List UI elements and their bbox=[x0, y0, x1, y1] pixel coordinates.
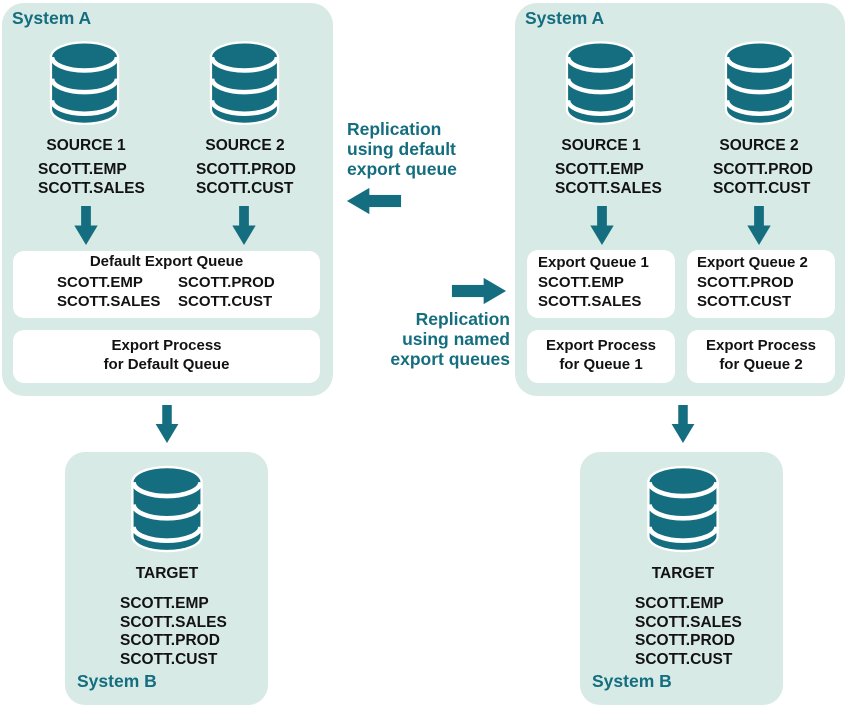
table-line: SCOTT.CUST bbox=[120, 650, 218, 668]
process-line: Export Process bbox=[111, 337, 222, 354]
table-line: SCOTT.PROD bbox=[178, 274, 275, 291]
table-line: SCOTT.SALES bbox=[120, 613, 227, 631]
arrow-left-icon bbox=[345, 187, 403, 215]
system-b-label: System B bbox=[592, 671, 672, 691]
export-process-2-box: Export Process for Queue 2 bbox=[687, 330, 835, 383]
table-line: SCOTT.EMP bbox=[38, 161, 127, 178]
database-icon bbox=[46, 39, 123, 129]
source-name: SOURCE 1 bbox=[46, 137, 126, 154]
queue-lines: Export Queue 2 SCOTT.PROD SCOTT.CUST bbox=[697, 253, 808, 312]
target-tables: SCOTT.EMP SCOTT.SALES SCOTT.PROD SCOTT.C… bbox=[120, 595, 227, 669]
source-tables: SCOTT.PROD SCOTT.CUST bbox=[196, 161, 296, 198]
table-line: SCOTT.PROD bbox=[635, 632, 735, 649]
source-tables: SCOTT.EMP SCOTT.SALES bbox=[555, 161, 662, 198]
queue-title: Export Queue 2 bbox=[697, 254, 808, 271]
arrow-right-icon bbox=[448, 277, 510, 305]
queue-column: SCOTT.PROD SCOTT.CUST bbox=[178, 274, 275, 311]
target-name: TARGET bbox=[135, 565, 199, 582]
queue-title: Export Queue 1 bbox=[538, 254, 649, 271]
queue-title: Default Export Queue bbox=[89, 253, 244, 270]
caption-line: using named bbox=[402, 329, 510, 349]
arrow-down-icon bbox=[589, 206, 615, 245]
export-process-box: Export Process for Default Queue bbox=[13, 330, 320, 383]
table-line: SCOTT.CUST bbox=[178, 292, 273, 310]
export-queue-1-box: Export Queue 1 SCOTT.EMP SCOTT.SALES bbox=[527, 250, 675, 318]
arrow-down-icon bbox=[154, 405, 180, 443]
database-icon bbox=[128, 463, 206, 557]
table-line: SCOTT.CUST bbox=[713, 179, 811, 197]
table-line: SCOTT.PROD bbox=[713, 161, 813, 178]
arrow-down-icon bbox=[670, 405, 696, 443]
table-line: SCOTT.SALES bbox=[57, 292, 161, 310]
table-line: SCOTT.PROD bbox=[196, 161, 296, 178]
database-icon bbox=[562, 39, 639, 129]
source-tables: SCOTT.PROD SCOTT.CUST bbox=[713, 161, 813, 198]
table-line: SCOTT.SALES bbox=[538, 293, 642, 310]
system-a-label: System A bbox=[12, 8, 92, 28]
process-lines: Export Process for Queue 2 bbox=[687, 337, 835, 374]
table-line: SCOTT.PROD bbox=[697, 273, 794, 291]
source-name: SOURCE 2 bbox=[719, 137, 799, 154]
export-queue-2-box: Export Queue 2 SCOTT.PROD SCOTT.CUST bbox=[687, 250, 835, 318]
table-line: SCOTT.PROD bbox=[120, 632, 220, 649]
database-icon bbox=[644, 463, 722, 557]
table-line: SCOTT.CUST bbox=[635, 650, 733, 668]
source-name: SOURCE 2 bbox=[205, 137, 285, 154]
table-line: SCOTT.EMP bbox=[555, 161, 644, 178]
default-export-queue-box: Default Export Queue SCOTT.EMP SCOTT.SAL… bbox=[13, 251, 320, 318]
caption-line: Replication bbox=[415, 309, 510, 329]
queue-column: SCOTT.EMP SCOTT.SALES bbox=[57, 274, 160, 311]
table-line: SCOTT.EMP bbox=[538, 273, 624, 291]
arrow-down-icon bbox=[73, 206, 99, 245]
system-a-label: System A bbox=[525, 8, 605, 28]
arrow-down-icon bbox=[746, 206, 772, 245]
caption-replication-default: Replication using default export queue bbox=[347, 119, 499, 179]
process-line: Export Process bbox=[545, 337, 657, 354]
source-tables: SCOTT.EMP SCOTT.SALES bbox=[38, 161, 145, 198]
system-b-label: System B bbox=[77, 671, 157, 691]
process-line: for Default Queue bbox=[103, 355, 230, 373]
process-lines: Export Process for Default Queue bbox=[13, 337, 320, 374]
caption-line: Replication bbox=[347, 119, 442, 139]
table-line: SCOTT.SALES bbox=[635, 613, 742, 631]
caption-line: using default bbox=[347, 139, 456, 159]
caption-line: export queues bbox=[390, 349, 510, 369]
queue-lines: Export Queue 1 SCOTT.EMP SCOTT.SALES bbox=[538, 253, 649, 312]
database-icon bbox=[721, 39, 798, 129]
table-line: SCOTT.EMP bbox=[120, 595, 209, 612]
process-lines: Export Process for Queue 1 bbox=[527, 337, 675, 374]
table-line: SCOTT.EMP bbox=[635, 595, 724, 612]
table-line: SCOTT.SALES bbox=[555, 179, 662, 197]
table-line: SCOTT.SALES bbox=[38, 179, 145, 197]
table-line: SCOTT.CUST bbox=[196, 179, 294, 197]
arrow-down-icon bbox=[231, 206, 257, 245]
target-name: TARGET bbox=[651, 565, 715, 582]
source-name: SOURCE 1 bbox=[561, 137, 641, 154]
process-line: for Queue 2 bbox=[719, 355, 803, 373]
table-line: SCOTT.EMP bbox=[57, 274, 143, 291]
process-line: Export Process bbox=[705, 337, 817, 354]
caption-line: export queue bbox=[347, 159, 457, 179]
process-line: for Queue 1 bbox=[559, 355, 643, 373]
database-icon bbox=[206, 39, 283, 129]
target-tables: SCOTT.EMP SCOTT.SALES SCOTT.PROD SCOTT.C… bbox=[635, 595, 742, 669]
caption-replication-named: Replication using named export queues bbox=[358, 309, 510, 369]
export-process-1-box: Export Process for Queue 1 bbox=[527, 330, 675, 383]
table-line: SCOTT.CUST bbox=[697, 293, 792, 310]
